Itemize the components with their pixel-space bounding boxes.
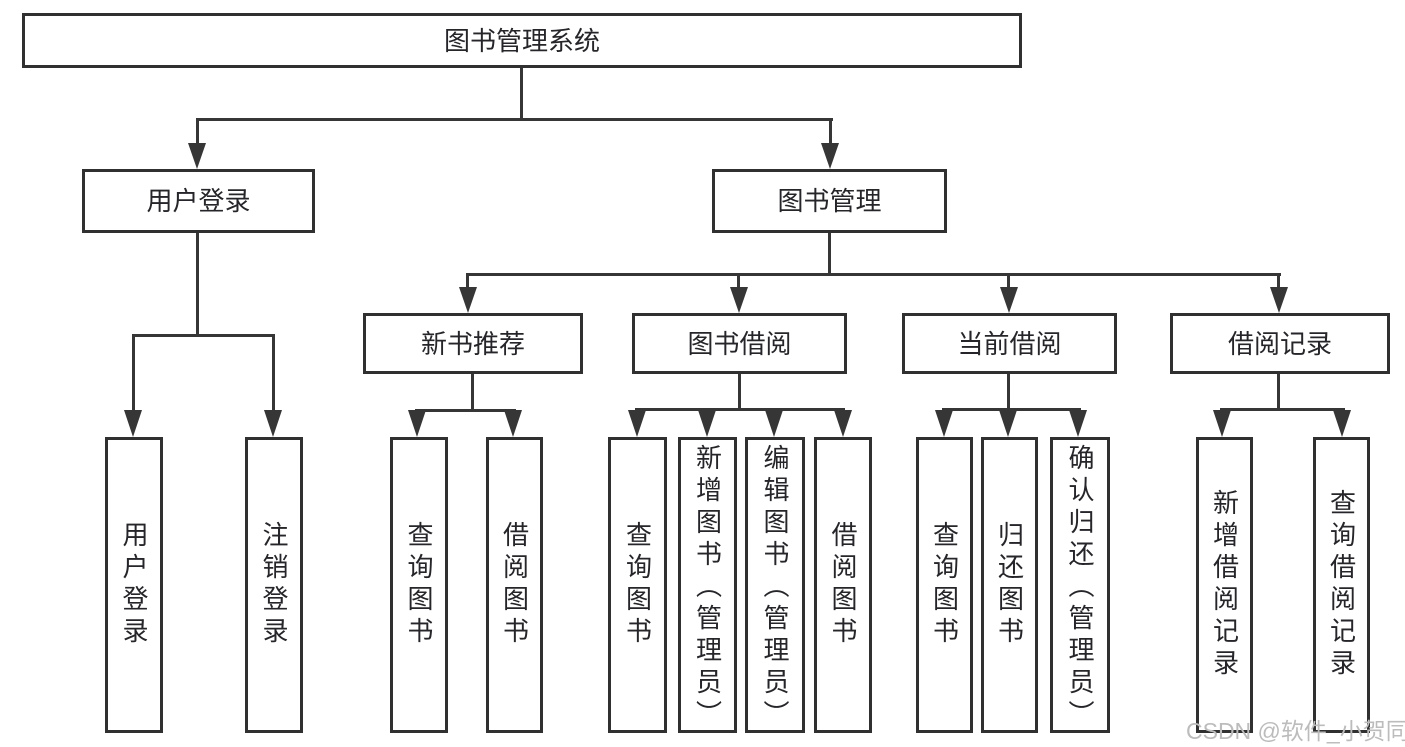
arrowhead-down-icon: [504, 410, 522, 437]
leaf-query-borrow-record: 查询借阅记录: [1313, 437, 1370, 733]
arrowhead-down-icon: [834, 410, 852, 437]
node-book-borrowing: 图书借阅: [632, 313, 847, 374]
node-borrowing-records: 借阅记录: [1170, 313, 1390, 374]
leaf-user-login: 用户登录: [105, 437, 163, 733]
connector-line: [942, 408, 1081, 411]
arrowhead-down-icon: [264, 410, 282, 437]
arrowhead-down-icon: [1270, 287, 1288, 313]
connector-line: [829, 118, 832, 148]
leaf-return-books: 归还图书: [981, 437, 1038, 733]
node-current-borrowing: 当前借阅: [902, 313, 1117, 374]
connector-line: [196, 233, 199, 337]
connector-line: [1277, 374, 1280, 411]
node-new-book-recommend: 新书推荐: [363, 313, 583, 374]
leaf-logout: 注销登录: [245, 437, 303, 733]
arrowhead-down-icon: [1069, 410, 1087, 437]
node-library-system: 图书管理系统: [22, 13, 1022, 68]
connector-line: [196, 118, 833, 121]
arrowhead-down-icon: [1333, 410, 1351, 437]
leaf-query-books: 查询图书: [608, 437, 667, 733]
node-user-login: 用户登录: [82, 169, 315, 233]
arrowhead-down-icon: [408, 410, 426, 437]
connector-line: [635, 408, 845, 411]
leaf-add-borrow-record: 新增借阅记录: [1196, 437, 1253, 733]
leaf-add-books-admin: 新增图书（管理员）: [678, 437, 737, 733]
arrowhead-down-icon: [935, 410, 953, 437]
connector-line: [1220, 408, 1345, 411]
arrowhead-down-icon: [188, 143, 206, 169]
leaf-borrow-books: 借阅图书: [486, 437, 543, 733]
connector-line: [132, 334, 135, 412]
leaf-edit-books-admin: 编辑图书（管理员）: [745, 437, 805, 733]
connector-line: [1007, 273, 1010, 291]
arrowhead-down-icon: [765, 410, 783, 437]
connector-line: [738, 374, 741, 411]
arrowhead-down-icon: [459, 287, 477, 313]
arrowhead-down-icon: [1000, 287, 1018, 313]
arrowhead-down-icon: [730, 287, 748, 313]
node-book-management: 图书管理: [712, 169, 947, 233]
arrowhead-down-icon: [821, 143, 839, 169]
connector-line: [471, 374, 474, 412]
connector-line: [737, 273, 740, 291]
arrowhead-down-icon: [999, 410, 1017, 437]
leaf-confirm-return-admin: 确认归还（管理员）: [1050, 437, 1110, 733]
connector-line: [272, 334, 275, 412]
connector-line: [466, 273, 1281, 276]
connector-line: [1277, 273, 1280, 291]
arrowhead-down-icon: [698, 410, 716, 437]
connector-line: [828, 233, 831, 276]
leaf-query-books: 查询图书: [390, 437, 448, 733]
arrowhead-down-icon: [124, 410, 142, 437]
connector-line: [1007, 374, 1010, 411]
connector-line: [196, 118, 199, 148]
csdn-watermark: CSDN @软件_小贺同学: [1186, 718, 1405, 744]
connector-line: [132, 334, 275, 337]
connector-line: [466, 273, 469, 291]
leaf-borrow-books: 借阅图书: [814, 437, 872, 733]
arrowhead-down-icon: [1213, 410, 1231, 437]
arrowhead-down-icon: [628, 410, 646, 437]
leaf-query-books: 查询图书: [916, 437, 973, 733]
connector-line: [520, 68, 523, 119]
connector-line: [415, 409, 516, 412]
